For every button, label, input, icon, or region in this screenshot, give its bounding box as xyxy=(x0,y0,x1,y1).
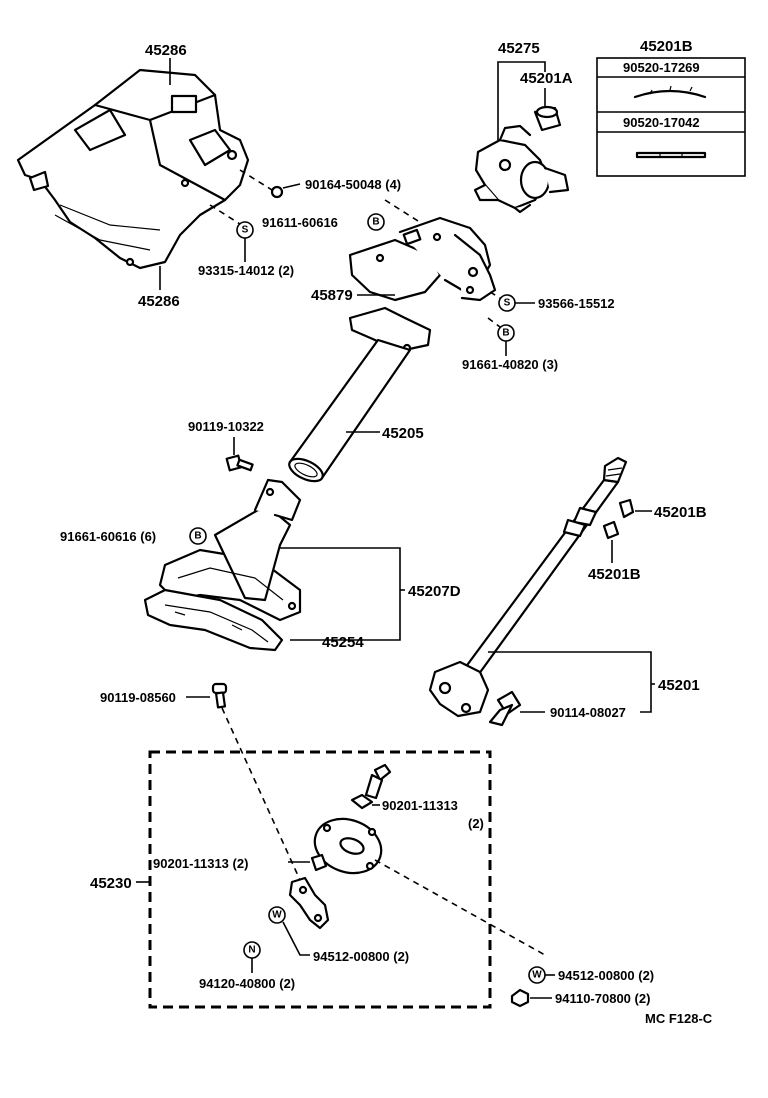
figure-code: MC F128-C xyxy=(645,1011,713,1026)
label-bolt-joint: 90119-08560 xyxy=(100,690,176,705)
label-bolt-column: 90119-10322 xyxy=(188,419,264,434)
leader-lock-set xyxy=(497,61,546,140)
leader-main-shaft xyxy=(488,651,652,713)
hole-cover xyxy=(158,478,302,622)
column-cover xyxy=(16,68,250,270)
label-washer-w-left: 94512-00800 (2) xyxy=(313,949,409,964)
label-joint-assy: 45230 xyxy=(90,875,132,892)
svg-text:S: S xyxy=(504,298,511,309)
flex-coupling-disc xyxy=(313,817,383,875)
label-screw-s-cover: 93315-14012 (2) xyxy=(198,263,294,278)
label-bracket: 45879 xyxy=(311,287,353,304)
svg-text:B: B xyxy=(502,328,509,339)
joint-assy-box xyxy=(148,750,492,1009)
shaft-bushing-a xyxy=(533,105,562,132)
washer-w-left: W xyxy=(268,906,286,924)
leader-disc-axis xyxy=(374,859,546,956)
svg-text:S: S xyxy=(242,225,249,236)
label-nut-right: 94110-70800 (2) xyxy=(555,991,650,1006)
svg-text:B: B xyxy=(372,217,379,228)
label-pin-right-2: (2) xyxy=(468,816,484,831)
svg-text:N: N xyxy=(248,945,255,956)
bolt-column xyxy=(225,437,254,472)
label-cover-screw: 90164-50048 (4) xyxy=(305,177,401,192)
gasket xyxy=(143,588,284,652)
lock-set xyxy=(473,124,570,214)
label-cover-lower: 45286 xyxy=(138,293,180,310)
label-bolt-b-bracket: 91661-40820 (3) xyxy=(462,357,558,372)
leader-joint-axis xyxy=(221,707,301,881)
leader-washer-w-left xyxy=(282,921,310,956)
nut-n: N xyxy=(243,941,261,959)
label-lock-set: 45275 xyxy=(498,40,540,57)
label-kit-box: 45201B xyxy=(640,38,693,55)
bushing-b-2 xyxy=(602,520,620,540)
label-kit-item-1: 90520-17269 xyxy=(623,60,700,75)
kit-box xyxy=(596,57,746,177)
label-hole-cover: 45207D xyxy=(408,583,461,600)
column-bracket xyxy=(348,216,497,354)
yoke xyxy=(288,876,330,930)
label-main-shaft: 45201 xyxy=(658,677,700,694)
leader-hole-cover xyxy=(280,547,401,641)
label-column-tube: 45205 xyxy=(382,425,424,442)
label-nut-n: 94120-40800 (2) xyxy=(199,976,295,991)
svg-text:B: B xyxy=(194,531,201,542)
label-gasket: 45254 xyxy=(322,634,364,651)
bushing-b-1 xyxy=(618,498,635,519)
screw-s-bracket: S xyxy=(489,291,535,312)
label-bushing-a: 45201A xyxy=(520,70,573,87)
label-bolt-shaft: 90114-08027 xyxy=(550,705,626,720)
screw-s-cover: S xyxy=(209,204,254,262)
bolt-b-bracket: B xyxy=(487,317,515,356)
label-bushing-b-2: 45201B xyxy=(588,566,641,583)
bolt-b-top: B xyxy=(367,213,385,231)
svg-text:W: W xyxy=(272,910,282,921)
label-bolt-b-plate: 91661-60616 (6) xyxy=(60,529,156,544)
pin-left xyxy=(310,853,328,872)
label-bolt-b-top: 91611-60616 xyxy=(262,215,338,230)
washer-w-right: W xyxy=(528,966,546,984)
label-pin-right-1: 90201-11313 xyxy=(382,798,458,813)
nut-right xyxy=(510,988,530,1008)
label-screw-s-bracket: 93566-15512 xyxy=(538,296,615,311)
label-pin-left: 90201-11313 (2) xyxy=(153,856,248,871)
column-tube xyxy=(288,338,412,483)
cover-screw xyxy=(239,169,301,199)
label-cover-upper: 45286 xyxy=(145,42,187,59)
bolt-b-plate: B xyxy=(189,527,207,545)
main-shaft xyxy=(428,456,628,727)
label-bushing-b-1: 45201B xyxy=(654,504,707,521)
svg-text:W: W xyxy=(532,970,542,981)
bolt-joint xyxy=(186,682,228,709)
label-washer-w-right: 94512-00800 (2) xyxy=(558,968,654,983)
joint-bolt-right xyxy=(350,763,392,810)
label-kit-item-2: 90520-17042 xyxy=(623,115,700,130)
